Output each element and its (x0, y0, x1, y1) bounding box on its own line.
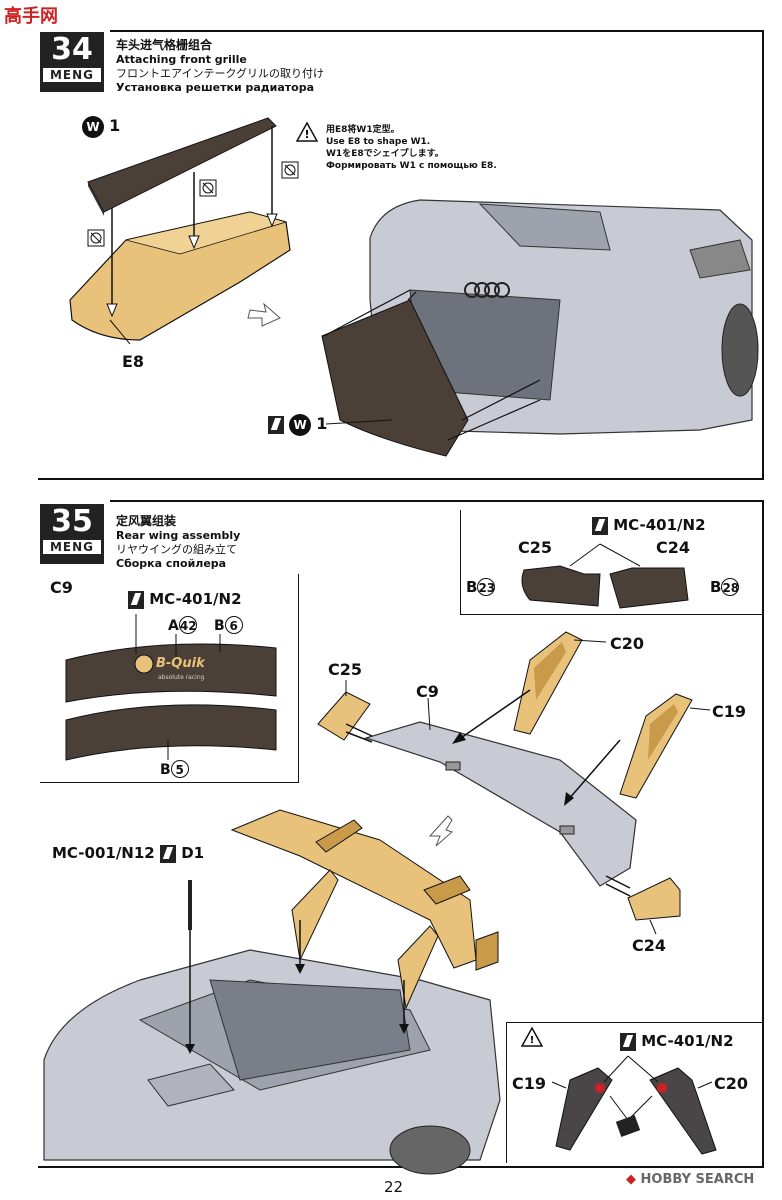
step-34-note: 用E8将W1定型。 Use E8 to shape W1. W1をE8でシェイプ… (326, 124, 497, 172)
note-jp: W1をE8でシェイプします。 (326, 149, 444, 159)
warning-icon: ! (520, 1026, 544, 1047)
svg-text:!: ! (530, 1035, 535, 1046)
step-34-badge: 34 MENG (40, 32, 104, 92)
part-c20-label: C20 (610, 634, 645, 653)
audi-logo-icon (464, 282, 510, 298)
step-35-titles: 定风翼组装 Rear wing assembly リヤウイングの組み立て Сбо… (116, 514, 240, 571)
paint-brush-icon (620, 1032, 636, 1051)
paint-bottle-icon (615, 1115, 641, 1137)
step-34-top-rule (110, 30, 764, 32)
step-35-badge: 35 MENG (40, 504, 104, 564)
antenna-label: MC-001/N12 D1 (52, 844, 204, 863)
step-34-title-ru: Установка решетки радиатора (116, 81, 315, 94)
paint-brush-icon (128, 590, 144, 609)
part-c20 (513, 631, 583, 735)
antenna-part-id: D1 (181, 844, 205, 862)
direction-arrow (247, 302, 281, 327)
note-en: Use E8 to shape W1. (326, 137, 431, 147)
part-c19-label: C19 (712, 702, 747, 721)
endplate-c25 (521, 565, 601, 607)
part-c24 (627, 877, 681, 921)
hobby-search-logo-icon: ◆ (626, 1172, 636, 1187)
detail-paint-code: MC-401/N2 (620, 1032, 734, 1051)
part-w1-number: 1 (109, 116, 121, 135)
step-34-drawing (69, 117, 759, 457)
part-w1-circle: W (82, 116, 104, 138)
wing-logo: B-Quik (156, 656, 205, 671)
step-35-title-jp: リヤウイングの組み立て (116, 543, 237, 556)
paint-brush-icon (592, 516, 608, 535)
decal-b28-label: B28 (710, 578, 740, 596)
part-c9-label: C9 (416, 682, 439, 701)
part-c25 (317, 691, 371, 741)
c9-inset-label: C9 (50, 578, 73, 597)
endplate-c25-label: C25 (518, 538, 553, 557)
detail-c19-label: C19 (512, 1074, 547, 1093)
endplate-c24 (609, 567, 689, 609)
part-w1b-circle: W (289, 414, 312, 436)
detail-strut-c20 (649, 1067, 717, 1155)
step-34-brand: MENG (43, 68, 101, 82)
step-35-title-zh: 定风翼组装 (116, 514, 177, 528)
endplate-inset (460, 510, 763, 615)
page-number: 22 (384, 1178, 404, 1196)
detail-c20-label: C20 (714, 1074, 749, 1093)
part-c25-label: C25 (328, 660, 363, 679)
hobby-search-watermark: ◆ HOBBY SEARCH (626, 1172, 755, 1187)
part-w1-label: W 1 (82, 116, 120, 138)
step-34-titles: 车头进气格栅组合 Attaching front grille フロントエアイン… (116, 38, 324, 95)
part-e8-label: E8 (122, 352, 145, 371)
warning-icon: ! (295, 121, 319, 142)
endplate-paint-code: MC-401/N2 (592, 516, 706, 535)
step-34-number: 34 (51, 32, 93, 67)
antenna-paint-code: MC-001/N12 (52, 844, 155, 862)
paint-brush-icon (268, 415, 284, 434)
part-c24-label: C24 (632, 936, 667, 955)
no-glue-icon (87, 229, 105, 247)
svg-text:!: ! (304, 128, 309, 141)
step-34-title-en: Attaching front grille (116, 53, 247, 66)
step-34-title-zh: 车头进气格栅组合 (116, 38, 213, 52)
step-35-title-ru: Сборка спойлера (116, 557, 227, 570)
step-35-title-en: Rear wing assembly (116, 529, 241, 542)
wing-top-decal (65, 643, 277, 703)
part-w1-bottom-label: W 1 (268, 414, 327, 436)
part-w1b-number: 1 (316, 414, 328, 433)
endplate-c24-label: C24 (656, 538, 691, 557)
engine-bay (209, 979, 411, 1081)
strut-detail-inset (506, 1022, 763, 1163)
step-34-title-jp: フロントエアインテークグリルの取り付け (116, 67, 325, 80)
note-ru: Формировать W1 с помощью E8. (326, 161, 497, 171)
site-watermark: 高手网 (4, 6, 58, 27)
paint-brush-icon (159, 844, 176, 863)
step-35-brand: MENG (43, 540, 101, 554)
decal-b23-label: B23 (466, 578, 496, 596)
step-35-number: 35 (51, 504, 93, 539)
note-zh: 用E8将W1定型。 (326, 125, 400, 135)
step-34-caution: ! (295, 121, 319, 146)
detail-strut-c19 (555, 1067, 613, 1151)
c9-paint-code: MC-401/N2 (128, 590, 242, 609)
wing-bottom-decal (65, 704, 277, 761)
step-35-top-rule (110, 500, 764, 502)
c9-decal-inset (40, 574, 299, 783)
wing-logo-sub: absolute racing (158, 674, 205, 681)
decal-a42-label: A42 (168, 616, 197, 634)
